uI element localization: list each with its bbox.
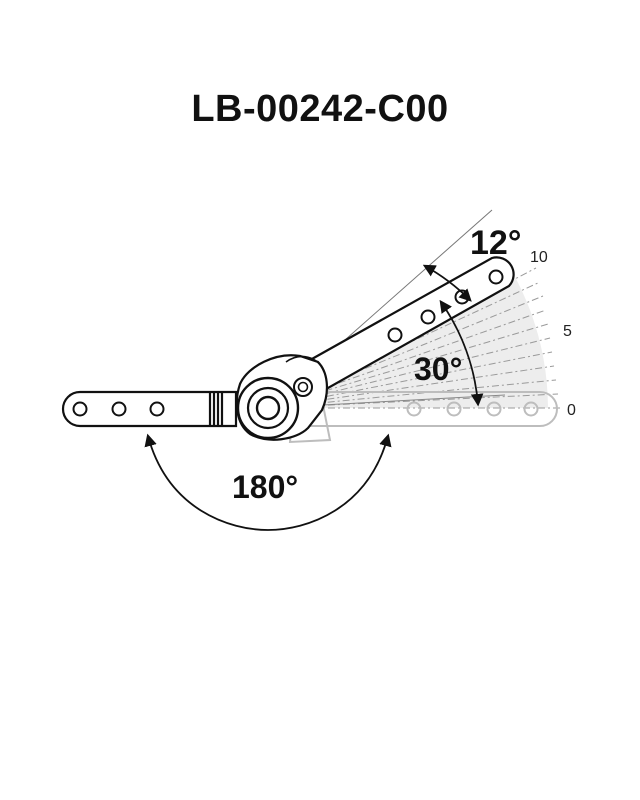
scale-label-5: 5 xyxy=(563,323,572,340)
hinge-housing xyxy=(235,354,328,441)
rotating-arm-hole-4 xyxy=(488,269,504,285)
lock-screw-center xyxy=(297,381,309,393)
fixed-arm-hole-3 xyxy=(149,401,165,417)
angle-30-arc xyxy=(439,299,484,407)
pivot-hole xyxy=(255,395,281,421)
angle-30-label: 30° xyxy=(414,351,462,387)
scale-label-0: 0 xyxy=(567,402,576,419)
fixed-arm-hole-1 xyxy=(72,401,88,417)
rotating-arm-hole-2 xyxy=(420,309,436,325)
angle-12-label: 12° xyxy=(470,224,521,262)
fixed-arm-hole-2 xyxy=(111,401,127,417)
angle-180-label: 180° xyxy=(232,469,298,505)
scale-label-10: 10 xyxy=(530,249,548,266)
angle-12-arc xyxy=(422,264,472,302)
rotating-arm-hole-1 xyxy=(387,327,403,343)
angle-180-arc xyxy=(144,433,392,531)
part-number-title: LB-00242-C00 xyxy=(191,88,449,130)
